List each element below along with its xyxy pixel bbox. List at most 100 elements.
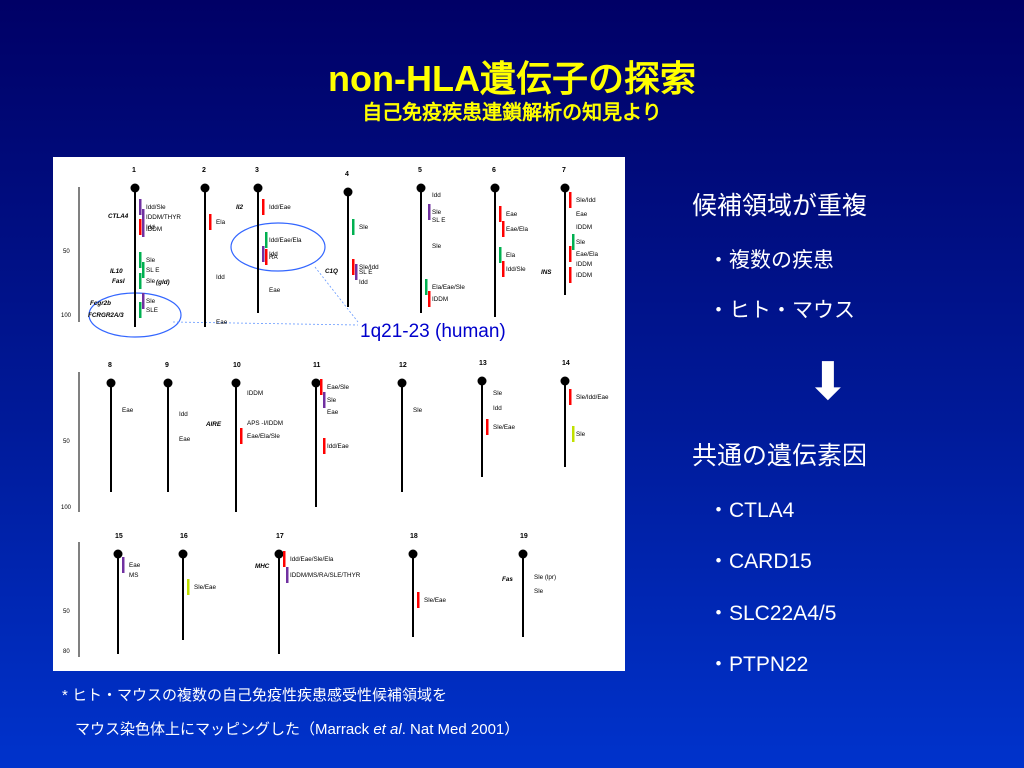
locus-label: IDDM	[146, 226, 162, 233]
locus-label: IDDM/MS/RA/SLE/THYR	[290, 572, 361, 579]
locus-bar	[572, 426, 575, 442]
chromosome-number-label: 1	[132, 167, 136, 174]
locus-label: Eae	[216, 319, 228, 326]
gene-label: (gld)	[156, 279, 170, 286]
bullet-slc22a4: ・SLC22A4/5	[708, 602, 837, 625]
locus-bar	[139, 252, 142, 268]
locus-label: Sle/Eae	[424, 597, 447, 604]
locus-label: MS	[129, 572, 138, 579]
locus-bar	[240, 428, 243, 444]
locus-label: Sle/Eae	[194, 584, 217, 591]
locus-label: RA	[269, 254, 279, 261]
locus-bar	[262, 199, 265, 215]
caption-line1: * ヒト・マウスの複数の自己免疫性疾患感受性候補領域を	[62, 687, 448, 704]
locus-label: Ela/Eae/Sle	[432, 284, 465, 291]
heading-overlap: 候補領域が重複	[692, 192, 868, 220]
locus-bar	[142, 221, 145, 237]
locus-label: Eae	[122, 407, 134, 414]
gene-label: MHC	[255, 563, 270, 570]
locus-label: IDDM	[247, 390, 263, 397]
scale-label: 50	[63, 439, 70, 445]
locus-bar	[122, 557, 125, 573]
locus-bar	[265, 249, 268, 265]
chromosome-number-label: 9	[165, 362, 169, 369]
locus-label: Sle	[413, 407, 423, 414]
locus-label: Idd/Eae	[327, 443, 349, 450]
bullet-card15: ・CARD15	[708, 550, 812, 573]
page-subtitle: 自己免疫疾患連鎖解析の知見より	[362, 102, 662, 124]
highlight-ellipse-chr3	[230, 222, 326, 272]
locus-label: Eae/Ela	[506, 226, 529, 233]
locus-bar	[569, 267, 572, 283]
bullet-human-mouse: ・ヒト・マウス	[708, 299, 855, 322]
locus-bar	[286, 567, 289, 583]
chromosome-number-label: 19	[520, 533, 528, 540]
locus-label: Eae/Ela	[576, 251, 599, 258]
locus-label: Eae	[179, 436, 191, 443]
scale-label: 100	[61, 313, 72, 319]
locus-label: Idd	[179, 411, 188, 418]
gene-label: INS	[541, 269, 552, 276]
locus-bar	[320, 379, 323, 395]
gene-label: Fcgr2b	[90, 300, 111, 307]
chromosome-number-label: 18	[410, 533, 418, 540]
locus-bar	[323, 392, 326, 408]
chromosome-number-label: 8	[108, 362, 112, 369]
locus-bar	[502, 261, 505, 277]
locus-bar	[502, 221, 505, 237]
locus-label: APS -I/IDDM	[247, 420, 283, 427]
chromosome-number-label: 13	[479, 360, 487, 367]
scale-label: 50	[63, 609, 70, 615]
locus-label: Idd/Eae/Sle/Ela	[290, 556, 334, 563]
locus-bar	[187, 579, 190, 595]
gene-label: Fasl	[112, 278, 125, 285]
locus-bar	[139, 302, 142, 318]
locus-label: Ela	[506, 252, 516, 259]
locus-label: Eae	[506, 211, 518, 218]
down-arrow-icon: ⬇	[806, 353, 850, 411]
gene-label: Il2	[236, 204, 243, 211]
locus-bar	[417, 592, 420, 608]
locus-label: SL E	[432, 217, 445, 224]
chromosome-number-label: 5	[418, 167, 422, 174]
locus-bar	[569, 192, 572, 208]
locus-label: Sle	[327, 397, 337, 404]
heading-common-factor: 共通の遺伝素因	[692, 442, 868, 470]
locus-bar	[142, 293, 145, 309]
locus-label: Sle	[146, 257, 156, 264]
locus-label: Sle	[493, 390, 503, 397]
locus-bar	[486, 419, 489, 435]
chromosome-number-label: 7	[562, 167, 566, 174]
locus-bar	[142, 209, 145, 225]
caption-line2-italic: et al	[373, 721, 402, 738]
locus-bar	[265, 232, 268, 248]
chromosome-number-label: 11	[313, 362, 321, 369]
gene-label: C1Q	[325, 268, 338, 275]
locus-label: Sle	[534, 588, 544, 595]
human-region-label: 1q21-23 (human)	[360, 321, 506, 342]
locus-label: IDDM	[432, 296, 448, 303]
locus-label: Idd	[359, 279, 368, 286]
locus-label: SL E	[146, 267, 159, 274]
locus-bar	[323, 438, 326, 454]
chromosome-number-label: 17	[276, 533, 284, 540]
locus-label: IDDM	[576, 272, 592, 279]
chromosome-number-label: 10	[233, 362, 241, 369]
locus-label: Idd/Eae	[269, 204, 291, 211]
locus-label: Ela	[216, 219, 226, 226]
locus-label: Sle/Idd	[576, 197, 596, 204]
locus-bar	[283, 551, 286, 567]
locus-label: Sle	[432, 209, 442, 216]
locus-label: Idd/Sle	[146, 204, 166, 211]
locus-bar	[572, 234, 575, 250]
locus-label: Sle/Eae	[493, 424, 516, 431]
locus-label: Eae	[327, 409, 339, 416]
locus-bar	[428, 204, 431, 220]
locus-label: IDDM	[576, 261, 592, 268]
locus-label: Idd/Eae/Ela	[269, 237, 302, 244]
locus-label: Sle (lpr)	[534, 574, 556, 581]
locus-bar	[209, 214, 212, 230]
scale-label: 50	[63, 249, 70, 255]
gene-label: CTLA4	[108, 213, 129, 220]
